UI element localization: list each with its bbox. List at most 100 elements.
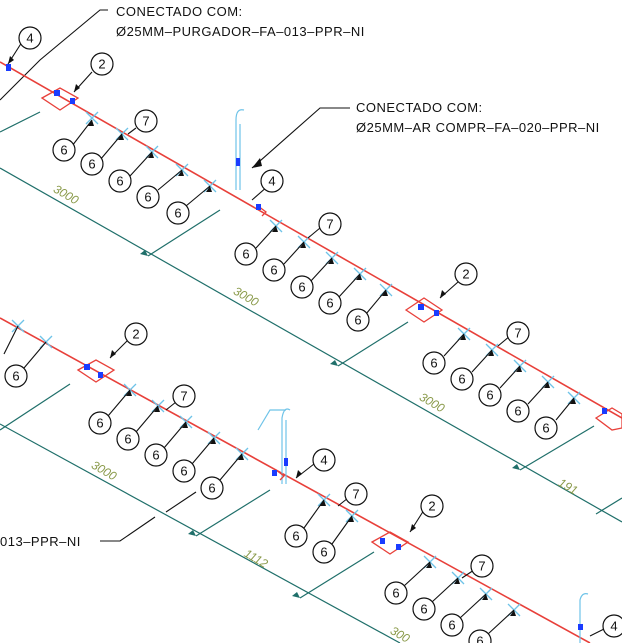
balloon-4-c — [312, 448, 336, 472]
callout-purgador: CONECTADO COM: Ø25MM–PURGADOR–FA–013–PPR… — [0, 4, 365, 101]
balloon-6-a1 — [52, 138, 76, 162]
balloon-6-d2 — [116, 427, 140, 451]
balloon-6-c1 — [422, 351, 446, 375]
pipe-run-upper — [0, 61, 622, 419]
balloon-num-6: 6 — [392, 586, 399, 601]
balloon-num-7: 7 — [326, 217, 333, 232]
callout-ar-line1: CONECTADO COM: — [356, 100, 483, 115]
balloon-num-7: 7 — [180, 389, 187, 404]
balloon-6-b5 — [346, 308, 370, 332]
balloon-7-c — [506, 321, 530, 345]
dim-191: 191 — [556, 475, 580, 497]
balloon-6-a2 — [80, 152, 104, 176]
callout-bottom-line1: 013–PPR–NI — [0, 534, 81, 549]
balloon-6-b2 — [262, 258, 286, 282]
balloon-4-d — [602, 614, 622, 638]
balloon-6-c4 — [506, 399, 530, 423]
callout-purgador-line1: CONECTADO COM: — [116, 4, 243, 19]
balloon-num-4: 4 — [320, 453, 327, 468]
balloon-num-7: 7 — [352, 487, 359, 502]
balloon-num-6: 6 — [430, 356, 437, 371]
balloon-num-6: 6 — [116, 174, 123, 189]
balloon-num-6: 6 — [124, 432, 131, 447]
balloon-num-6: 6 — [448, 618, 455, 633]
dim-3000-d: 3000 — [89, 458, 119, 484]
balloon-2-b — [454, 262, 478, 286]
balloon-6-a3 — [108, 169, 132, 193]
balloon-num-7: 7 — [478, 559, 485, 574]
valve-glyphs — [6, 64, 607, 630]
balloon-num-6: 6 — [144, 190, 151, 205]
balloon-7-f — [470, 554, 494, 578]
dim-3000-a: 3000 — [51, 182, 81, 208]
balloon-num-6: 6 — [96, 416, 103, 431]
callout-ar-line2: Ø25MM–AR COMPR–FA–020–PPR–NI — [356, 120, 600, 135]
callout-bottom-left: 013–PPR–NI — [0, 491, 197, 549]
balloon-6-a5 — [166, 201, 190, 225]
balloon-num-6: 6 — [292, 529, 299, 544]
balloon-6-c5 — [534, 416, 558, 440]
balloon-6-a4 — [136, 185, 160, 209]
balloon-num-6: 6 — [476, 634, 483, 643]
balloon-2-a — [90, 52, 114, 76]
balloon-num-6: 6 — [320, 545, 327, 560]
balloon-6-e2 — [312, 540, 336, 564]
balloon-4-a — [18, 26, 42, 50]
dim-3000-b: 3000 — [231, 284, 261, 310]
balloon-num-6: 6 — [180, 464, 187, 479]
balloon-7-e — [344, 482, 368, 506]
balloon-num-6: 6 — [152, 448, 159, 463]
balloon-7-b — [318, 212, 342, 236]
balloon-num-6: 6 — [542, 421, 549, 436]
balloon-7-d — [172, 384, 196, 408]
balloon-num-7: 7 — [142, 114, 149, 129]
dimension-lines — [0, 111, 622, 643]
callout-purgador-line2: Ø25MM–PURGADOR–FA–013–PPR–NI — [116, 24, 365, 39]
balloon-7-a — [134, 109, 158, 133]
balloon-6-d3 — [144, 443, 168, 467]
risers — [235, 109, 589, 643]
balloon-6-d1 — [88, 411, 112, 435]
balloon-2-d — [420, 494, 444, 518]
balloon-num-7: 7 — [514, 326, 521, 341]
balloon-num-2: 2 — [98, 57, 105, 72]
balloon-num-6: 6 — [60, 143, 67, 158]
balloon-6-f2 — [412, 597, 436, 621]
arrowheads — [8, 56, 576, 616]
balloon-num-2: 2 — [428, 499, 435, 514]
balloon-6-d4 — [172, 459, 196, 483]
balloon-num-6: 6 — [326, 296, 333, 311]
balloon-6-e1 — [284, 524, 308, 548]
balloon-6-f1 — [384, 581, 408, 605]
balloon-num-2: 2 — [462, 267, 469, 282]
balloon-6-f3 — [440, 613, 464, 637]
balloon-4-b — [260, 169, 284, 193]
balloon-num-6: 6 — [354, 313, 361, 328]
balloon-num-6: 6 — [88, 157, 95, 172]
balloon-num-2: 2 — [132, 327, 139, 342]
balloon-num-6: 6 — [208, 481, 215, 496]
balloon-num-6: 6 — [420, 602, 427, 617]
balloons — [4, 26, 622, 643]
balloon-num-4: 4 — [26, 31, 33, 46]
balloon-numbers: 4 2 7 6 6 6 6 6 4 7 6 6 6 6 6 2 7 6 6 6 … — [12, 31, 617, 643]
balloon-6-c3 — [478, 383, 502, 407]
balloon-num-6: 6 — [486, 388, 493, 403]
dim-300: 300 — [388, 623, 413, 643]
balloon-num-6: 6 — [514, 404, 521, 419]
balloon-num-4: 4 — [268, 174, 275, 189]
balloon-6-c2 — [450, 367, 474, 391]
callout-ar-compr: CONECTADO COM: Ø25MM–AR COMPR–FA–020–PPR… — [251, 100, 600, 169]
balloon-6-b1 — [234, 242, 258, 266]
dim-1112: 1112 — [242, 546, 271, 571]
balloon-num-6: 6 — [242, 247, 249, 262]
valve-boxes — [40, 87, 622, 555]
dim-3000-c: 3000 — [417, 390, 447, 416]
balloon-6-b3 — [290, 275, 314, 299]
balloon-num-6: 6 — [12, 369, 19, 384]
balloon-leaders — [3, 41, 607, 637]
balloon-num-6: 6 — [174, 206, 181, 221]
balloon-num-6: 6 — [270, 263, 277, 278]
